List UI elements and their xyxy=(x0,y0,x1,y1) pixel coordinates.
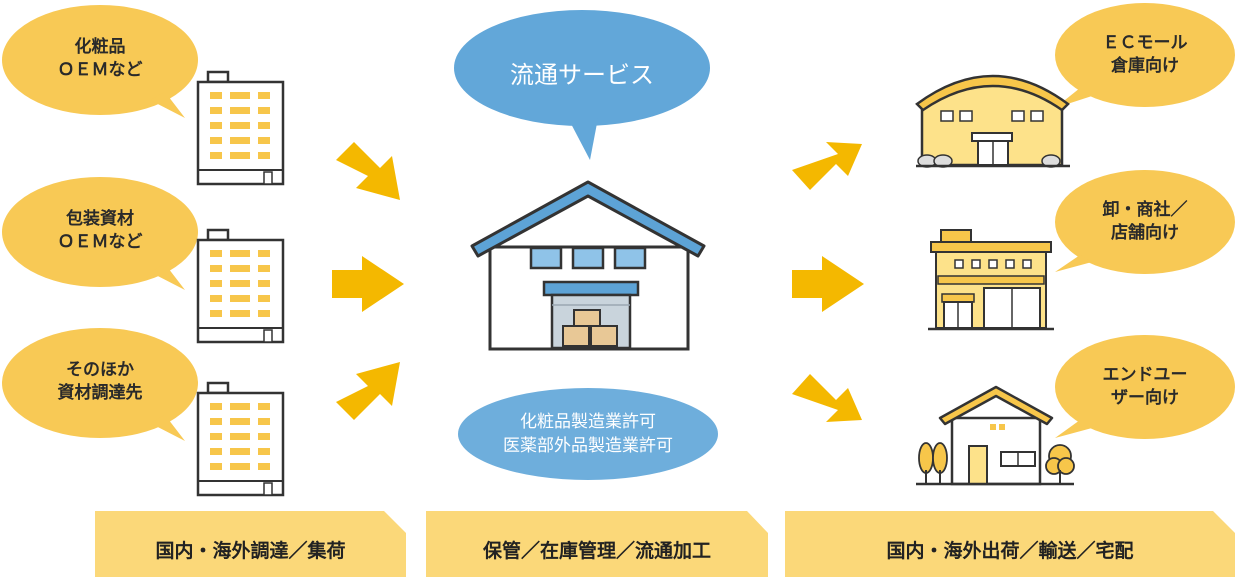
source-label: 化粧品 ＯＥＭなど xyxy=(22,36,178,82)
source-label: そのほか 資材調達先 xyxy=(22,359,178,405)
footer-label-shipping: 国内・海外出荷／輸送／宅配 xyxy=(886,540,1134,562)
ec-warehouse-icon xyxy=(915,74,1070,168)
destination-label: 卸・商社／ 店舗向け xyxy=(1070,199,1220,245)
license-bubble xyxy=(458,388,718,480)
destination-label-line1: ＥＣモール xyxy=(1102,33,1188,53)
footer-ribbon-center xyxy=(426,511,768,577)
source-label-line2: ＯＥＭなど xyxy=(57,60,143,80)
office-building-icon xyxy=(196,228,285,344)
service-bubble xyxy=(454,10,710,160)
footer-ribbon-right xyxy=(785,511,1235,577)
warehouse-icon xyxy=(470,180,706,351)
destination-bubble xyxy=(1055,335,1235,439)
arrow-icon xyxy=(332,256,404,312)
source-label-line1: 包装資材 xyxy=(66,209,134,229)
license-line2: 医薬部外品製造業許可 xyxy=(503,436,673,456)
footer-label-storage: 保管／在庫管理／流通加工 xyxy=(482,540,711,562)
source-label-line2: ＯＥＭなど xyxy=(57,232,143,252)
source-label-line1: 化粧品 xyxy=(74,37,126,57)
arrow-icon xyxy=(336,362,400,420)
license-line1: 化粧品製造業許可 xyxy=(520,412,656,432)
destination-label-line2: ザー向け xyxy=(1111,388,1179,408)
destination-bubble xyxy=(1055,170,1235,274)
arrow-icon xyxy=(792,256,864,312)
source-bubble xyxy=(2,177,198,290)
destination-label-line2: 倉庫向け xyxy=(1111,56,1179,76)
source-label-line1: そのほか xyxy=(66,360,134,380)
license-text: 化粧品製造業許可 医薬部外品製造業許可 xyxy=(468,410,708,458)
source-bubble xyxy=(2,5,198,118)
source-label-line2: 資材調達先 xyxy=(57,383,143,403)
source-bubble xyxy=(2,328,198,441)
destination-label-line2: 店舗向け xyxy=(1111,223,1179,243)
destination-label: ＥＣモール 倉庫向け xyxy=(1070,32,1220,78)
house-icon xyxy=(916,385,1075,486)
destination-label-line1: 卸・商社／ xyxy=(1102,200,1188,220)
destination-label-line1: エンドユー xyxy=(1102,365,1188,385)
arrow-icon xyxy=(792,374,862,422)
destination-label: エンドユー ザー向け xyxy=(1070,364,1220,410)
arrow-icon xyxy=(336,142,400,200)
office-building-icon xyxy=(196,381,285,497)
arrow-icon xyxy=(792,142,862,190)
office-building-icon xyxy=(196,70,285,186)
store-icon xyxy=(928,229,1054,331)
footer-ribbon-left xyxy=(95,511,406,577)
footer-label-procurement: 国内・海外調達／集荷 xyxy=(155,540,346,562)
service-title: 流通サービス xyxy=(510,61,654,89)
source-label: 包装資材 ＯＥＭなど xyxy=(22,208,178,254)
